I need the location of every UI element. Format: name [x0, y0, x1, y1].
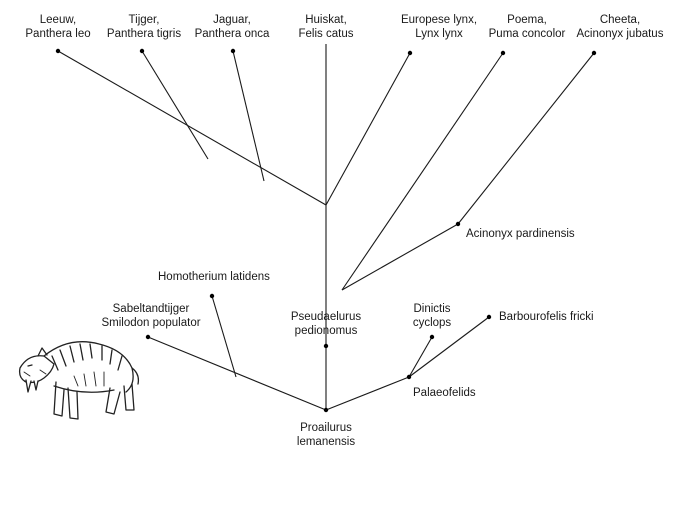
label-huiskat: Huiskat, Felis catus: [292, 13, 360, 41]
label-huiskat-common: Huiskat,: [305, 14, 347, 26]
label-palaeofelids: Palaeofelids: [413, 387, 476, 399]
label-acinonyx-pardinensis: Acinonyx pardinensis: [466, 228, 575, 240]
branch-cheeta-clade: [341, 223, 459, 291]
dot-poema: [500, 50, 506, 56]
branch-palaeofelids: [325, 376, 410, 411]
label-cheeta-species: Acinonyx jubatus: [576, 28, 664, 40]
dot-palaeofelids: [406, 374, 412, 380]
label-cheeta-common: Cheeta,: [599, 14, 641, 26]
label-leeuw-common: Leeuw,: [39, 14, 77, 26]
branch-lynx: [325, 52, 411, 206]
label-tijger: Tijger, Panthera tigris: [102, 13, 186, 41]
dot-leeuw: [55, 48, 61, 54]
dot-homotherium: [209, 293, 215, 299]
label-smilodon-common: Sabeltandtijger: [112, 303, 190, 315]
label-dinictis: Dinictis cyclops: [412, 303, 452, 329]
label-poema-species: Puma concolor: [488, 28, 566, 40]
label-poema-common: Poema,: [507, 14, 547, 26]
label-cheeta: Cheeta, Acinonyx jubatus: [572, 13, 668, 41]
branch-barbourofelis: [408, 316, 490, 378]
label-lynx-species: Lynx lynx: [415, 28, 463, 40]
label-jaguar-species: Panthera onca: [194, 28, 270, 40]
label-leeuw: Leeuw, Panthera leo: [18, 13, 98, 41]
dot-smilodon: [145, 334, 151, 340]
branch-jaguar: [232, 50, 265, 182]
label-tijger-species: Panthera tigris: [106, 28, 182, 40]
dot-lynx: [407, 50, 413, 56]
dot-barbourofelis: [486, 314, 492, 320]
branch-homotherium: [211, 295, 237, 378]
label-poema: Poema, Puma concolor: [484, 13, 570, 41]
label-leeuw-species: Panthera leo: [25, 28, 91, 40]
label-proailurus: Proailurus lemanensis: [296, 422, 356, 448]
dot-proailurus: [323, 407, 329, 413]
label-smilodon-species: Smilodon populator: [101, 317, 201, 329]
label-jaguar-common: Jaguar,: [213, 14, 251, 26]
branch-cheeta: [457, 52, 595, 225]
dot-tijger: [139, 48, 145, 54]
label-pseudaelurus: Pseudaelurus pedionomus: [290, 311, 362, 337]
label-barbourofelis: Barbourofelis fricki: [499, 311, 594, 323]
dot-dinictis: [429, 334, 435, 340]
branch-tijger: [141, 50, 209, 160]
branch-panthera: [57, 50, 327, 206]
label-homotherium: Homotherium latidens: [158, 271, 270, 283]
label-lynx-common: Europese lynx,: [400, 14, 478, 26]
label-tijger-common: Tijger,: [128, 14, 160, 26]
label-jaguar: Jaguar, Panthera onca: [190, 13, 274, 41]
dot-jaguar: [230, 48, 236, 54]
dot-pseudaelurus: [323, 343, 329, 349]
label-huiskat-species: Felis catus: [298, 28, 354, 40]
label-smilodon: Sabeltandtijger Smilodon populator: [96, 302, 206, 330]
dot-cheeta: [591, 50, 597, 56]
branch-poema-clade: [341, 52, 504, 291]
dot-acinonyx-pardinensis: [455, 221, 461, 227]
label-lynx: Europese lynx, Lynx lynx: [396, 13, 482, 41]
branch-dinictis: [408, 336, 433, 378]
saber-tooth-cat-icon: [18, 341, 140, 420]
branch-smilodon: [147, 336, 327, 411]
